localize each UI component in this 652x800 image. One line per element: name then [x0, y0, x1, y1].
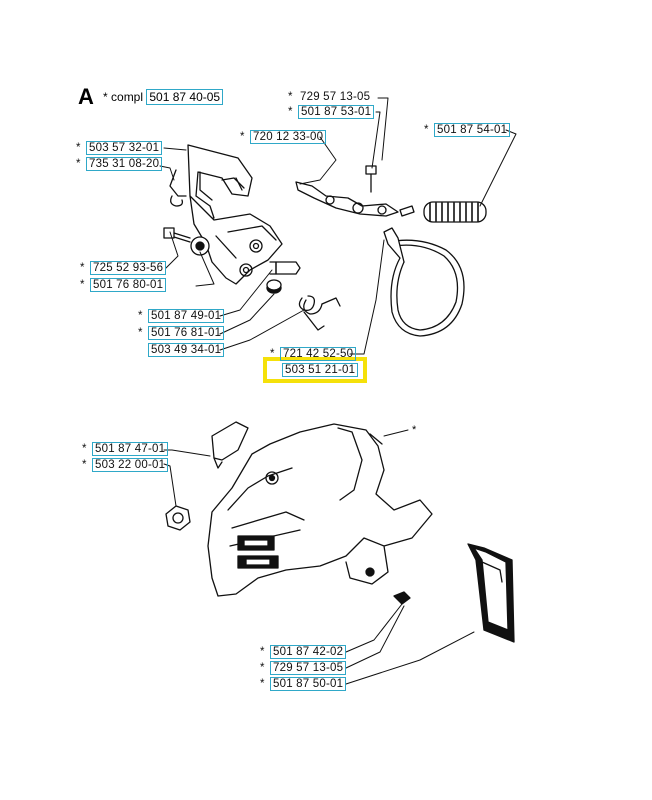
screw-top [365, 165, 377, 193]
part-label-501-87-49-01: *501 87 49-01 [138, 309, 225, 323]
section-compl-label: * compl 501 87 40-05 [103, 89, 224, 105]
highlight-frame [263, 357, 367, 383]
bolt-left [163, 227, 191, 243]
part-label-725-52-93-56: *725 52 93-56 [80, 261, 167, 275]
side-plate [467, 543, 515, 643]
shoulder-screw [269, 261, 301, 275]
leader-lines [159, 97, 517, 685]
brake-link-lever [295, 181, 415, 217]
section-letter: A [78, 84, 94, 109]
part-label-735-31-08-20: *735 31 08-20 [76, 157, 163, 171]
part-label-503-57-32-01: *503 57 32-01 [76, 141, 163, 155]
torsion-spring [298, 295, 341, 331]
part-label-501-87-47-01: *501 87 47-01 [82, 442, 169, 456]
part-label-720-12-33-00: *720 12 33-00 [240, 130, 327, 144]
part-label-501-87-54-01: *501 87 54-01 [424, 123, 511, 137]
part-label-503-51-21-01: 503 51 21-01 [272, 363, 359, 377]
part-label-501-87-42-02: *501 87 42-02 [260, 645, 347, 659]
grip-sleeve [423, 201, 487, 223]
part-label-721-42-52-50: *721 42 52-50 [270, 347, 357, 361]
chain-cover-body [207, 423, 433, 597]
part-label-729-57-13-05-bottom: *729 57 13-05 [260, 661, 347, 675]
washer [266, 279, 282, 294]
part-label-729-57-13-05-top: *729 57 13-05 [288, 91, 371, 103]
shim-plate [211, 421, 249, 469]
part-label-501-87-50-01: *501 87 50-01 [260, 677, 347, 691]
section-compl-word: compl [111, 90, 144, 104]
section-compl-part: 501 87 40-05 [146, 89, 224, 105]
cover-screw [393, 591, 411, 605]
asterisk-note: * [412, 424, 417, 436]
part-label-501-87-53-01: *501 87 53-01 [288, 105, 375, 119]
part-label-501-76-80-01: *501 76 80-01 [80, 278, 167, 292]
part-label-503-49-34-01: 503 49 34-01 [138, 343, 225, 357]
bushing [190, 236, 210, 256]
section-star: * [103, 90, 108, 104]
part-label-503-22-00-01: *503 22 00-01 [82, 458, 169, 472]
nut [165, 505, 191, 531]
part-label-501-76-81-01: *501 76 81-01 [138, 326, 225, 340]
brake-band [383, 227, 465, 337]
